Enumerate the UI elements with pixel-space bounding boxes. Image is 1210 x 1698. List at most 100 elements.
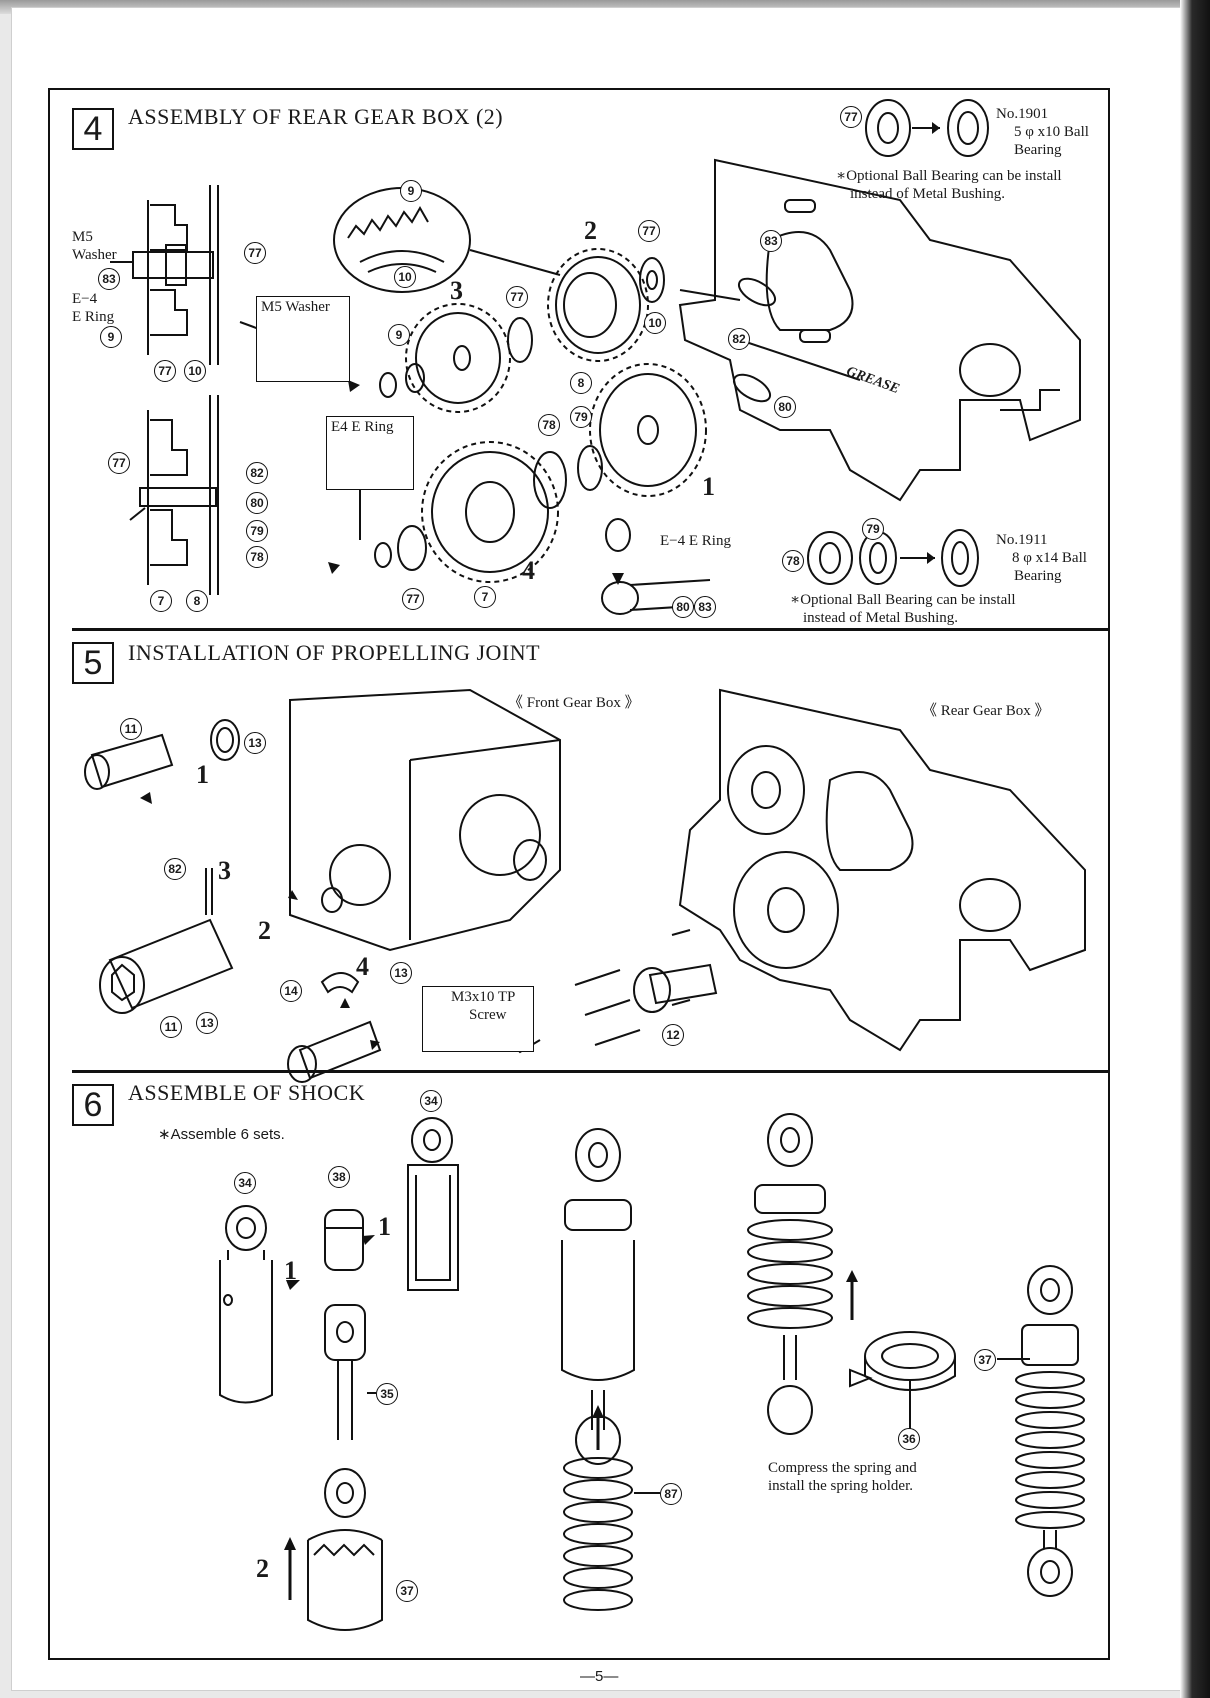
m5-washer-label-line1: M5	[72, 229, 93, 245]
rear-gearbox-housing-4	[678, 158, 1081, 502]
bearing-1911-note-line2: instead of Metal Bushing.	[803, 610, 958, 626]
part-77-callout: 77	[244, 242, 266, 264]
page-frame	[48, 88, 1110, 1660]
gear-2	[547, 248, 649, 362]
shock-body	[219, 1205, 273, 1404]
part-78-callout: 78	[782, 550, 804, 572]
shock-spring	[563, 1457, 633, 1611]
bearing-1911-note-line1: ∗Optional Ball Bearing can be install	[790, 592, 1016, 608]
bearing-1901-note-line2: instead of Metal Bushing.	[850, 186, 1005, 202]
part-11-callout: 11	[120, 718, 142, 740]
part-7-callout: 7	[474, 586, 496, 608]
propelling-joint-small	[287, 972, 382, 1083]
gear-3	[405, 303, 511, 413]
front-gearbox	[289, 688, 561, 952]
bearing-1901-size: 5 φ x10 Ball	[1014, 124, 1089, 140]
part-79-callout: 79	[862, 518, 884, 540]
scan-binding-edge	[1180, 0, 1210, 1698]
bearing-1901-note-line1: ∗Optional Ball Bearing can be install	[836, 168, 1062, 184]
shock-complete	[1015, 1265, 1085, 1597]
part-80-callout: 80	[246, 492, 268, 514]
shock-shaft	[324, 1304, 366, 1518]
part-82-callout: 82	[164, 858, 186, 880]
step-4-marker: 4	[522, 556, 535, 585]
part-83-callout: 83	[98, 268, 120, 290]
part-80-callout: 80	[774, 396, 796, 418]
section-divider	[72, 1070, 1108, 1073]
gear-mesh-detail	[333, 187, 561, 293]
e4-e-ring-box: E4 E Ring	[326, 416, 414, 490]
e-ring-callout: E−4 E Ring	[660, 533, 731, 549]
propelling-joint-top	[84, 719, 240, 790]
part-10-callout: 10	[184, 360, 206, 382]
part-13-callout: 13	[244, 732, 266, 754]
front-gear-box-label: 《 Front Gear Box 》	[508, 695, 640, 711]
part-77-callout: 77	[402, 588, 424, 610]
part-9-callout: 9	[100, 326, 122, 348]
step-2-marker: 2	[256, 1554, 269, 1583]
step-3-marker: 3	[450, 276, 463, 305]
e4-e-ring-box-caption: E4 E Ring	[331, 419, 394, 435]
section-title: ASSEMBLY OF REAR GEAR BOX (2)	[128, 104, 504, 129]
bearing-1901-number: No.1901	[996, 106, 1049, 122]
part-80-callout: 80	[672, 596, 694, 618]
part-79-callout: 79	[570, 406, 592, 428]
section-title: ASSEMBLE OF SHOCK	[128, 1080, 366, 1105]
assemble-note: ∗Assemble 6 sets.	[158, 1126, 285, 1143]
part-13-callout: 13	[390, 962, 412, 984]
bearing-1911-size: 8 φ x14 Ball	[1012, 550, 1087, 566]
part-8-callout: 8	[186, 590, 208, 612]
shock-partial-assembly	[561, 1128, 635, 1465]
bearing-1911-number: No.1911	[996, 532, 1048, 548]
part-78-callout: 78	[538, 414, 560, 436]
part-9-callout: 9	[400, 180, 422, 202]
part-37-callout: 37	[396, 1580, 418, 1602]
part-7-callout: 7	[150, 590, 172, 612]
step-2-marker: 2	[258, 916, 271, 945]
part-34-callout: 34	[420, 1090, 442, 1112]
step-1-marker: 1	[378, 1212, 391, 1241]
part-87-callout: 87	[660, 1483, 682, 1505]
shock-with-spring	[747, 1113, 833, 1435]
m5-washer-box-caption: M5 Washer	[261, 299, 330, 315]
page-number: —5—	[580, 1668, 619, 1685]
e-ring-label-line2: E Ring	[72, 309, 115, 325]
part-8-callout: 8	[570, 372, 592, 394]
shock-piston	[324, 1209, 364, 1271]
part-77-callout: 77	[154, 360, 176, 382]
part-37-callout: 37	[974, 1349, 996, 1371]
part-82-callout: 82	[728, 328, 750, 350]
part-78-callout: 78	[246, 546, 268, 568]
m5-washer-label-line2: Washer	[72, 247, 117, 263]
m3x10-tp-screw-box: M3x10 TP Screw	[422, 986, 534, 1052]
propelling-joint-middle	[99, 868, 234, 1014]
part-9-callout: 9	[388, 324, 410, 346]
step-number-box: 4	[72, 108, 114, 150]
part-83-callout: 83	[760, 230, 782, 252]
part-77-callout: 77	[108, 452, 130, 474]
compress-note-line1: Compress the spring and	[768, 1460, 917, 1476]
rear-gear-box-label: 《 Rear Gear Box 》	[922, 703, 1050, 719]
step-1-marker: 1	[702, 472, 715, 501]
part-83-callout: 83	[694, 596, 716, 618]
part-14-callout: 14	[280, 980, 302, 1002]
step-4-marker: 4	[356, 952, 369, 981]
part-77-callout: 77	[840, 106, 862, 128]
section-divider	[72, 628, 1108, 631]
spring-holder	[307, 1529, 383, 1631]
part-82-callout: 82	[246, 462, 268, 484]
step-1-marker: 1	[284, 1256, 297, 1285]
gear-4	[421, 441, 559, 583]
part-10-callout: 10	[394, 266, 416, 288]
part-36-callout: 36	[898, 1428, 920, 1450]
step-number-box: 6	[72, 1084, 114, 1126]
step-2-marker: 2	[584, 216, 597, 245]
step-1-marker: 1	[196, 760, 209, 789]
spring-holder-clip	[849, 1331, 956, 1391]
part-79-callout: 79	[246, 520, 268, 542]
rear-gearbox-housing-5	[633, 688, 1086, 1052]
m5-washer-box: M5 Washer	[256, 296, 350, 382]
part-12-callout: 12	[662, 1024, 684, 1046]
part-34-callout: 34	[234, 1172, 256, 1194]
